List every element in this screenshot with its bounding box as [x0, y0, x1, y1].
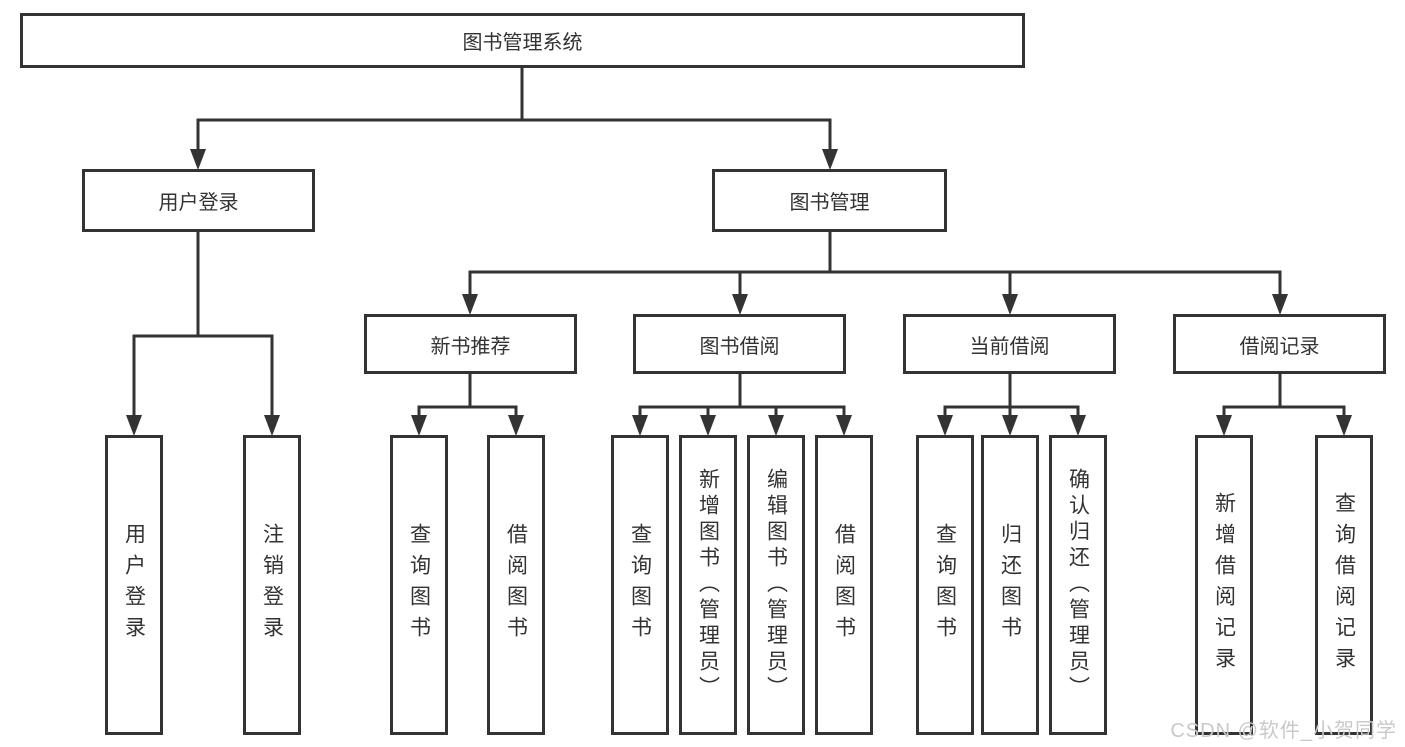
node-confirm-return-admin: 确认归还（管理员） [1049, 435, 1107, 735]
node-user-login-action-label: 用户登录 [122, 523, 146, 647]
node-current-query-books: 查询图书 [916, 435, 974, 735]
node-edit-books-admin-label: 编辑图书（管理员） [764, 468, 788, 702]
node-recommend-borrow-books-label: 借阅图书 [504, 523, 528, 647]
node-borrowing-query-books-label: 查询图书 [628, 523, 652, 647]
node-current-query-books-label: 查询图书 [933, 523, 957, 647]
node-book-borrowing: 图书借阅 [633, 314, 846, 374]
node-book-management-label: 图书管理 [789, 192, 870, 214]
node-library-system: 图书管理系统 [20, 13, 1025, 68]
node-current-borrowing-label: 当前借阅 [969, 335, 1050, 358]
node-query-borrow-record: 查询借阅记录 [1315, 435, 1373, 735]
node-return-books: 归还图书 [981, 435, 1039, 735]
node-logout-action-label: 注销登录 [260, 523, 284, 647]
node-borrowing-records-label: 借阅记录 [1239, 335, 1320, 358]
node-recommend-borrow-books: 借阅图书 [487, 435, 545, 735]
node-user-login-label: 用户登录 [158, 192, 239, 214]
node-new-book-recommend: 新书推荐 [364, 314, 577, 374]
node-add-books-admin: 新增图书（管理员） [679, 435, 737, 735]
node-return-books-label: 归还图书 [998, 523, 1022, 647]
node-recommend-query-books-label: 查询图书 [407, 523, 431, 647]
node-confirm-return-admin-label: 确认归还（管理员） [1066, 468, 1090, 702]
node-borrowing-borrow-books-label: 借阅图书 [832, 523, 856, 647]
node-edit-books-admin: 编辑图书（管理员） [747, 435, 805, 735]
node-new-book-recommend-label: 新书推荐 [430, 335, 511, 358]
node-add-books-admin-label: 新增图书（管理员） [696, 468, 720, 702]
node-add-borrow-record-label: 新增借阅记录 [1212, 492, 1236, 678]
node-borrowing-records: 借阅记录 [1173, 314, 1386, 374]
node-recommend-query-books: 查询图书 [390, 435, 448, 735]
node-user-login: 用户登录 [82, 169, 315, 232]
node-query-borrow-record-label: 查询借阅记录 [1332, 492, 1356, 678]
node-logout-action: 注销登录 [243, 435, 301, 735]
node-user-login-action: 用户登录 [105, 435, 163, 735]
node-borrowing-borrow-books: 借阅图书 [815, 435, 873, 735]
node-book-borrowing-label: 图书借阅 [699, 335, 780, 358]
node-library-system-label: 图书管理系统 [462, 32, 583, 54]
node-book-management: 图书管理 [712, 169, 947, 232]
node-borrowing-query-books: 查询图书 [611, 435, 669, 735]
csdn-watermark: CSDN @软件_小贺同学 [1170, 720, 1397, 742]
node-current-borrowing: 当前借阅 [903, 314, 1116, 374]
node-add-borrow-record: 新增借阅记录 [1195, 435, 1253, 735]
